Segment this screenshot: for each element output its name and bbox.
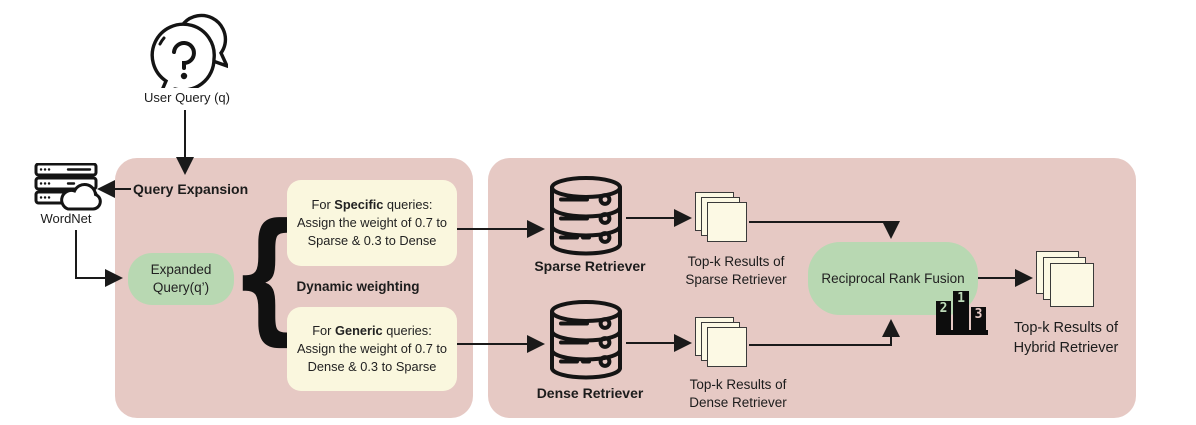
specific-note-line3: Sparse & 0.3 to Dense <box>307 233 437 248</box>
query-expansion-label: Query Expansion <box>133 181 249 197</box>
page-front <box>1050 263 1094 307</box>
hybrid-results-line2: Hybrid Retriever <box>1013 340 1119 356</box>
specific-weighting-note: For Specific queries: Assign the weight … <box>287 180 457 266</box>
sparse-results-label: Top-k Results of Sparse Retriever <box>656 253 816 289</box>
user-query-label: User Query (q) <box>144 90 230 105</box>
sparse-retriever-icon <box>548 176 624 256</box>
wordnet-label: WordNet <box>40 211 92 226</box>
generic-weighting-note: For Generic queries: Assign the weight o… <box>287 307 457 391</box>
specific-note-line1: For Specific queries: <box>287 196 457 214</box>
hybrid-results-icon <box>1036 251 1094 307</box>
podium-base <box>936 330 988 335</box>
dense-results-line1: Top-k Results of <box>689 377 787 392</box>
arrow-wordnet-to-expandedquery <box>75 230 123 287</box>
dense-retriever-icon <box>548 300 624 380</box>
hybrid-results-line1: Top-k Results of <box>1014 320 1118 336</box>
expanded-query-line1: Expanded <box>150 262 212 277</box>
reciprocal-rank-fusion-node: Reciprocal Rank Fusion <box>808 242 978 315</box>
sparse-results-line1: Top-k Results of <box>687 254 785 269</box>
expanded-query-node: Expanded Query(q’) <box>128 253 234 305</box>
user-query-icon <box>146 8 228 88</box>
dense-results-icon <box>695 317 747 367</box>
podium-123-icon: 2 1 3 <box>936 291 988 337</box>
specific-note-keyword: Specific <box>334 197 384 212</box>
specific-note-prefix: For <box>311 197 335 212</box>
specific-note-suffix: queries: <box>383 197 433 212</box>
dense-results-line2: Dense Retriever <box>689 395 787 410</box>
generic-note-suffix: queries: <box>382 323 432 338</box>
sparse-results-line2: Sparse Retriever <box>685 272 787 287</box>
podium-second-bar: 2 <box>936 301 951 330</box>
wordnet-icon <box>34 163 104 211</box>
sparse-retriever-label: Sparse Retriever <box>534 258 646 274</box>
specific-note-line2: Assign the weight of 0.7 to <box>296 215 448 230</box>
generic-note-line3: Dense & 0.3 to Sparse <box>307 359 437 374</box>
expanded-query-line2: Query(q’) <box>152 280 210 295</box>
page-front <box>707 202 747 242</box>
generic-note-line2: Assign the weight of 0.7 to <box>296 341 448 356</box>
dense-results-label: Top-k Results of Dense Retriever <box>658 376 818 412</box>
rrf-label: Reciprocal Rank Fusion <box>821 271 965 286</box>
generic-note-line1: For Generic queries: <box>287 322 457 340</box>
hybrid-results-label: Top-k Results of Hybrid Retriever <box>986 318 1146 358</box>
generic-note-prefix: For <box>312 323 335 338</box>
page-front <box>707 327 747 367</box>
sparse-results-icon <box>695 192 747 242</box>
dense-retriever-label: Dense Retriever <box>536 385 644 401</box>
podium-third-bar: 3 <box>971 307 986 330</box>
podium-first-bar: 1 <box>953 291 969 330</box>
generic-note-keyword: Generic <box>335 323 383 338</box>
dynamic-weighting-label: Dynamic weighting <box>296 279 420 294</box>
